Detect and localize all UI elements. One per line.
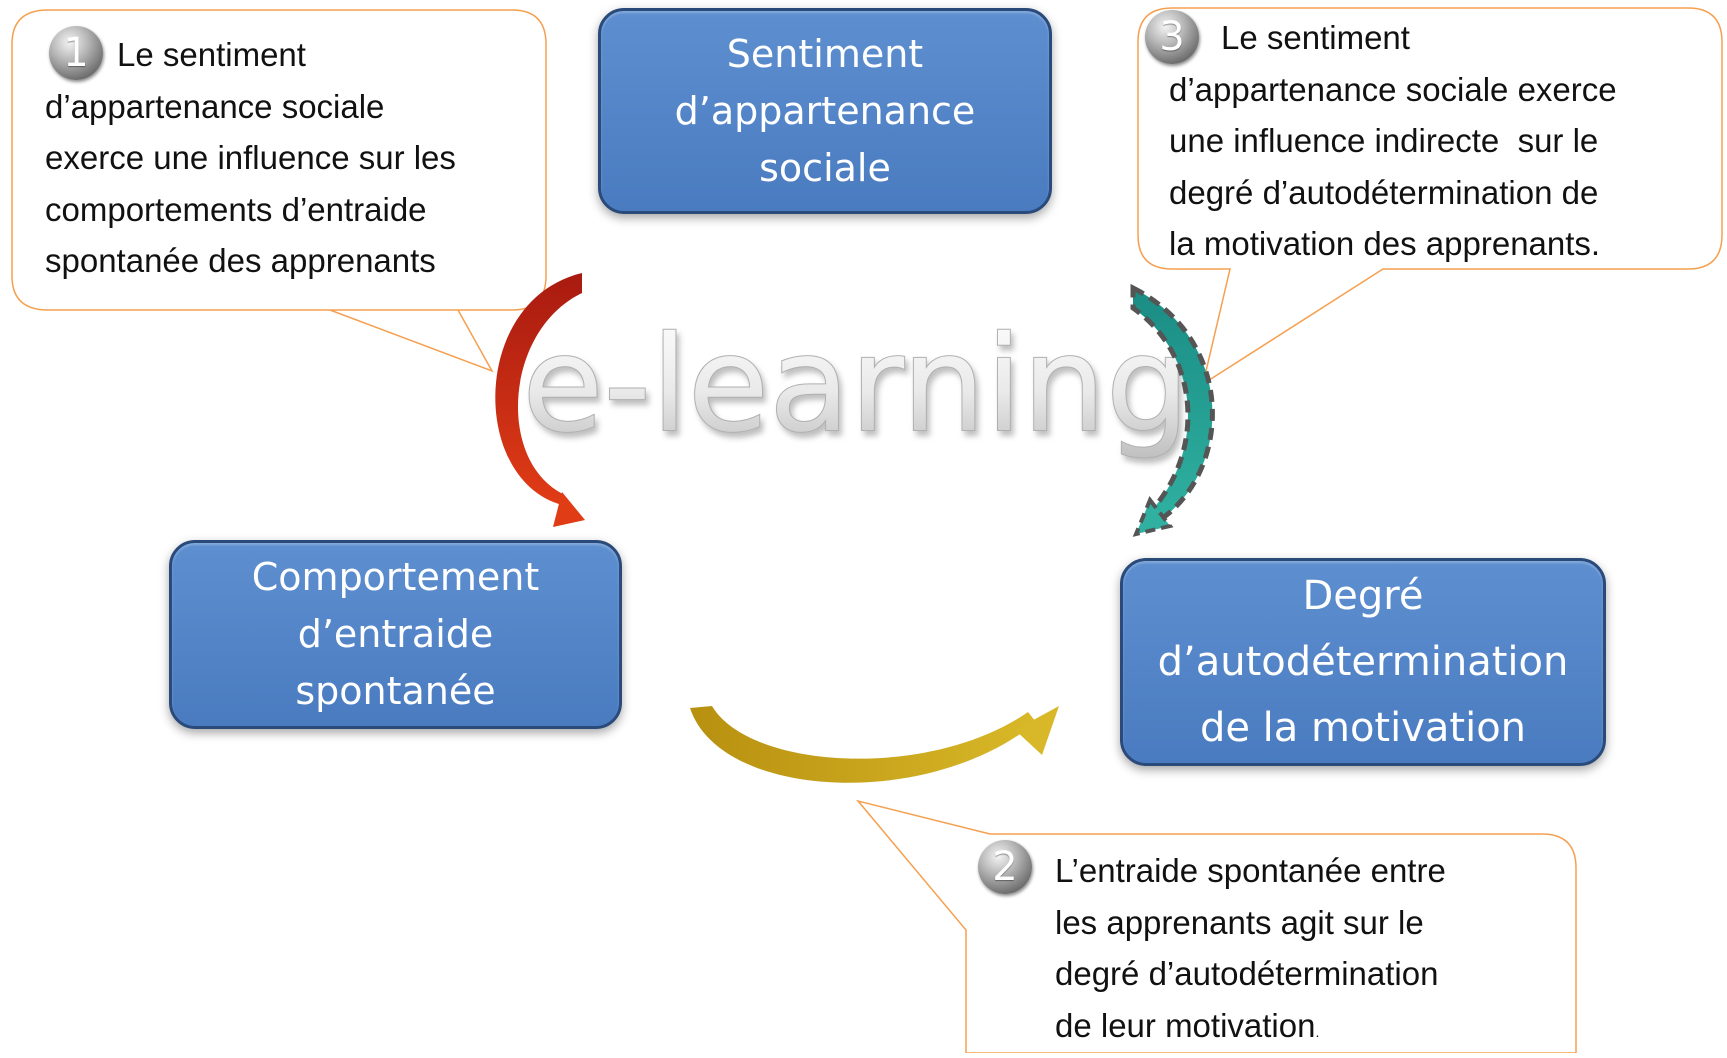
box-sentiment-line-2: d’appartenance	[674, 88, 976, 133]
callout-1-line-5: spontanée des apprenants	[45, 242, 436, 279]
callout-2-line-2: les apprenants agit sur le	[1055, 903, 1424, 941]
box-comportement-entraide: Comportement d’entraide spontanée	[169, 540, 622, 729]
callout-2-line-3: degré d’autodétermination	[1055, 955, 1439, 992]
callout-1-line-4: comportements d’entraide	[45, 190, 427, 228]
number-badge-1-icon: 1	[49, 26, 103, 80]
callout-2-line-4: de leur motivation	[1055, 1006, 1316, 1044]
callout-2-bubble	[855, 799, 1577, 1053]
box-comportement-line-1: Comportement	[251, 555, 540, 599]
callout-3-bubble	[1137, 7, 1723, 386]
callout-1-line-2: d’appartenance sociale	[45, 87, 385, 125]
box-degre-line-2: d’autodétermination	[1157, 639, 1569, 685]
curved-arrow-teal-icon	[1130, 283, 1215, 537]
callout-3-line-5: la motivation des apprenants.	[1169, 225, 1601, 262]
callout-2-text: L’entraide spontanée entre les apprenant…	[1055, 845, 1515, 1058]
box-degre-autodetermination: Degré d’autodétermination de la motivati…	[1120, 558, 1606, 766]
number-badge-2-icon: 2	[978, 840, 1032, 894]
box-comportement-line-3: spontanée	[295, 669, 496, 713]
callout-3-line-2: d’appartenance sociale exerce	[1169, 70, 1617, 108]
box-sentiment-line-1: Sentiment	[726, 31, 924, 76]
callout-1-line-1: Le sentiment	[117, 36, 306, 73]
box-comportement-line-2: d’entraide	[297, 612, 494, 656]
box-degre-line-1: Degré	[1302, 573, 1424, 619]
box-sentiment-line-3: sociale	[759, 145, 891, 190]
callout-1-line-3: exerce une influence sur les	[45, 139, 456, 176]
callout-3-line-4: degré d’autodétermination de	[1169, 173, 1599, 211]
callout-1-bubble	[11, 9, 547, 373]
callout-3-text: Le sentiment d’appartenance sociale exer…	[1169, 12, 1689, 270]
curved-arrow-gold-icon	[690, 706, 1059, 783]
box-sentiment-appartenance: Sentiment d’appartenance sociale	[598, 8, 1052, 214]
curved-arrow-red-icon	[495, 273, 585, 527]
callout-2-trailing-mark: .	[1315, 1023, 1320, 1040]
callout-2-line-1: L’entraide spontanée entre	[1055, 852, 1446, 889]
callout-3-line-1: Le sentiment	[1221, 19, 1410, 56]
number-badge-3-icon: 3	[1145, 10, 1199, 64]
callout-1-text: Le sentiment d’appartenance sociale exer…	[45, 29, 535, 287]
box-degre-line-3: de la motivation	[1199, 705, 1527, 751]
e-learning-wordart: e-learning	[522, 308, 1189, 462]
callout-3-line-3: une influence indirecte sur le	[1169, 122, 1599, 159]
